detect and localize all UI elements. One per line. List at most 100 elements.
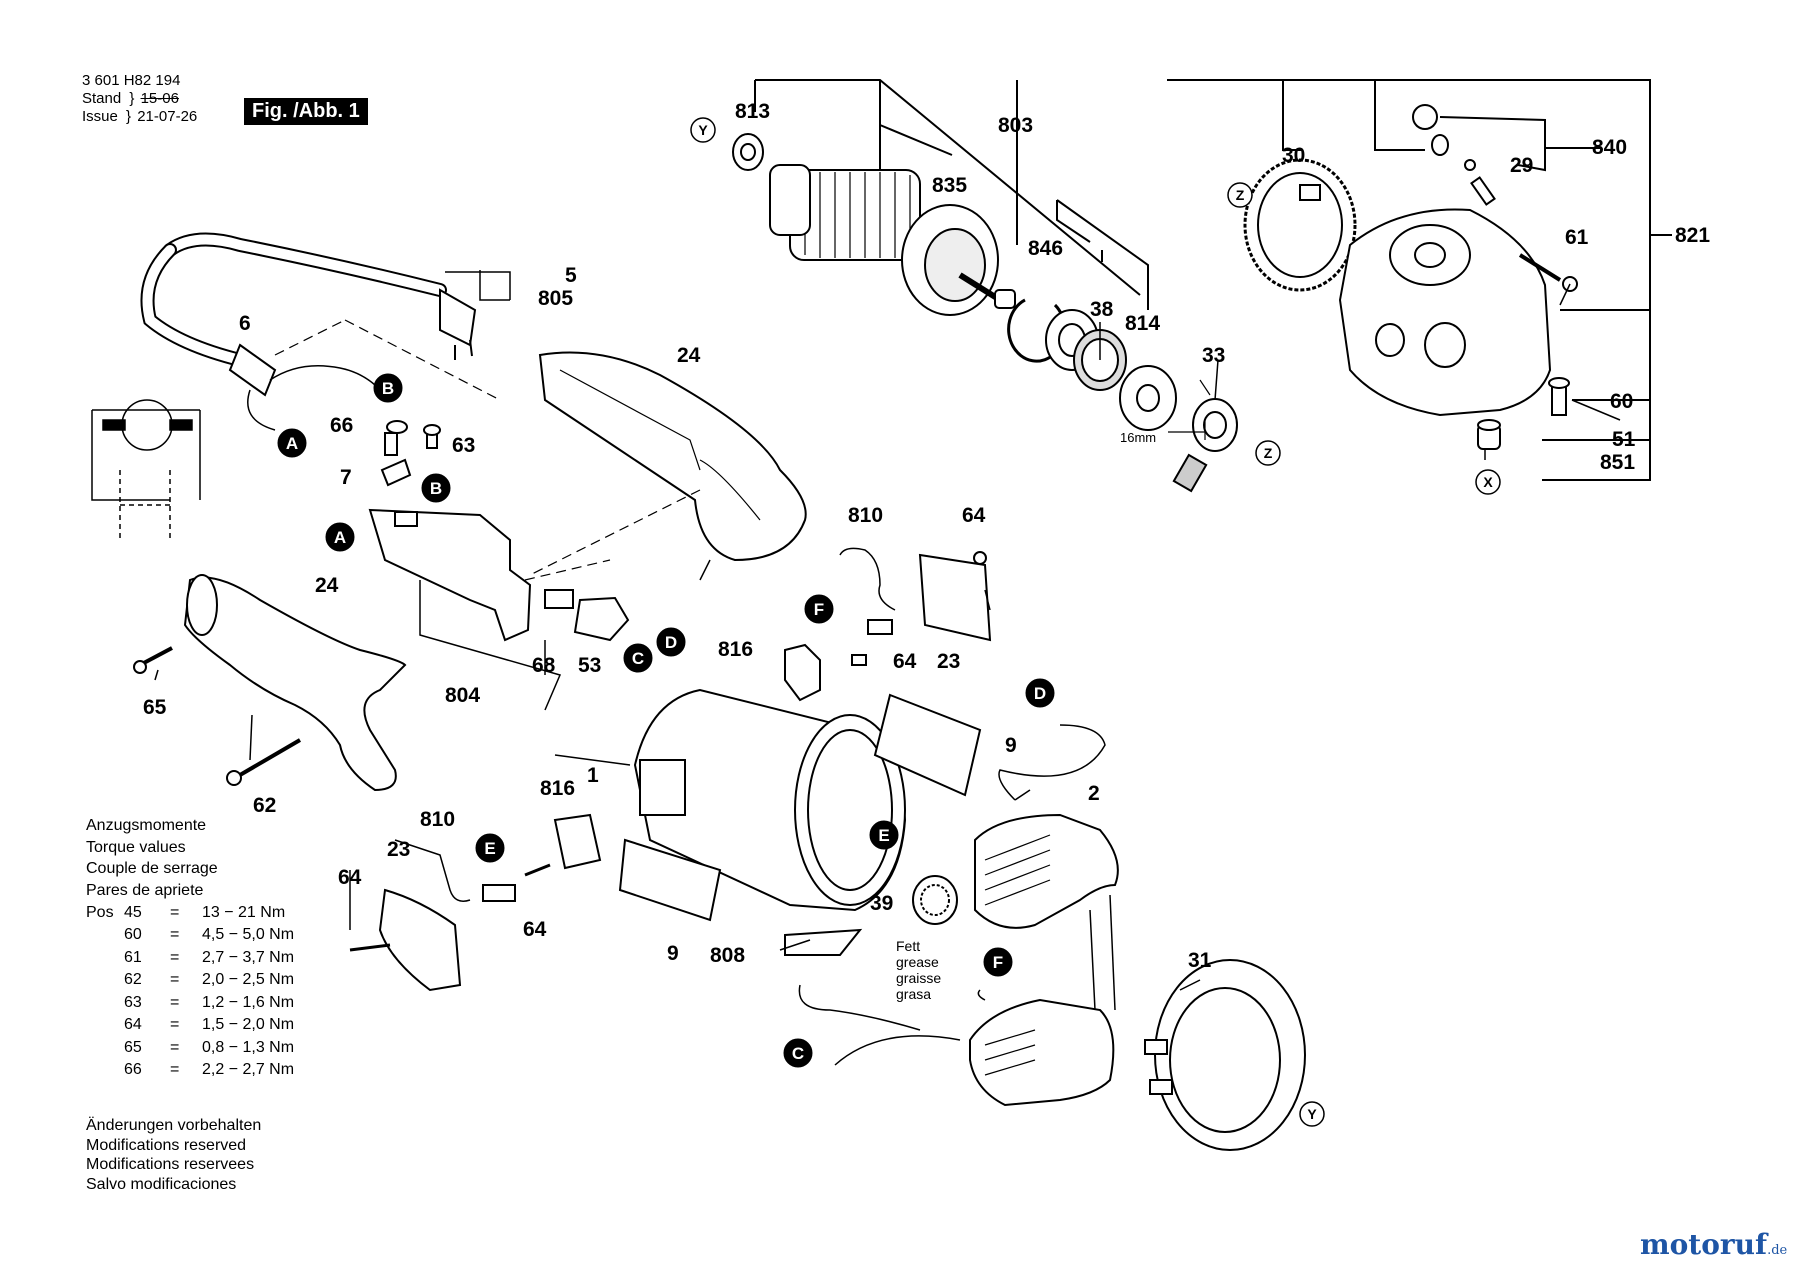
torque-table: Anzugsmomente Torque values Couple de se… [86,815,298,1081]
part-label-51: 51 [1612,428,1636,451]
torque-pos: 66 [124,1061,142,1078]
issue-label: Issue [82,108,118,125]
part-label-66: 66 [330,414,353,437]
end-cap-31 [1144,959,1306,1151]
armature-835 [769,164,1016,316]
part-label-821: 821 [1675,224,1710,247]
part-label-64-left: 64 [338,866,362,889]
part-label-814: 814 [1125,312,1160,335]
grease-note: Fett grease graisse grasa [896,938,941,1002]
torque-pos: 65 [124,1038,142,1056]
handle-housing-24-bottom [183,574,407,792]
field-coil-2 [974,813,1119,929]
part-label-810-top: 810 [848,504,883,527]
torque-row: 63 = 1,2 − 1,6 Nm [86,991,298,1014]
brand-watermark: motoruf.de [1640,1228,1787,1261]
brand-name: motoruf [1640,1228,1768,1261]
stand-label: Stand [82,90,122,107]
motor-housing-1 [633,688,907,912]
part-label-5: 5 [565,264,577,287]
stand-date: 15-06 [140,90,179,107]
part-label-64-mid: 64 [893,650,917,673]
dimension-label: 16mm [1120,430,1156,445]
torque-value: 1,5 − 2,0 Nm [202,1016,295,1033]
torque-value: 1,2 − 1,6 Nm [202,993,295,1011]
part-label-804: 804 [445,684,480,707]
torque-pos-label [86,991,124,1014]
connector-E-2: E [878,826,889,845]
torque-row: 61=2,7 − 3,7 Nm [86,946,298,969]
connector-F: F [814,600,824,619]
part-label-6: 6 [239,312,251,335]
part-label-24-bottom: 24 [315,574,339,597]
torque-row: 66 = 2,2 − 2,7 Nm [86,1059,298,1082]
torque-value: 2,7 − 3,7 Nm [202,948,295,966]
document-header: 3 601 H82 194 Stand } 15-06 Issue } 21-0… [82,72,197,126]
torque-value: 2,2 − 2,7 Nm [202,1061,295,1078]
part-label-65: 65 [143,696,167,719]
doc-number: 3 601 H82 194 [82,72,181,89]
torque-eq: = [170,903,180,921]
torque-pos-label [86,946,124,969]
mods-de: Änderungen vorbehalten [86,1117,262,1134]
torque-eq: = [170,1061,180,1078]
part-label-23-top: 23 [937,650,960,673]
part-label-23-bottom: 23 [387,838,410,861]
part-label-64-top: 64 [962,504,986,527]
connector-F-2: F [993,953,1003,972]
part-label-33: 33 [1202,344,1225,367]
connector-Y-2: Y [1307,1106,1317,1122]
torque-eq: = [170,993,180,1011]
torque-pos-label [86,969,124,992]
stand-row: Stand } 15-06 [82,90,179,107]
connector-Z: Z [1236,187,1245,203]
connector-Y: Y [698,122,708,138]
connector-C-2: C [792,1044,804,1063]
part-label-30: 30 [1282,144,1305,167]
torque-pos-label [86,1059,124,1082]
torque-value: 2,0 − 2,5 Nm [202,971,295,988]
part-label-813: 813 [735,100,770,123]
connector-E: E [484,839,495,858]
bearing-813 [732,133,764,171]
torque-value: 13 − 21 Nm [202,903,286,921]
connector-D: D [665,633,677,652]
part-label-805: 805 [538,287,573,310]
connector-markers: B A B A D C F D E E F C Y Z Z X Y [277,117,1501,1127]
part-label-9-bottom: 9 [667,942,679,965]
field-coil-lower [969,998,1115,1107]
torque-row: 65 = 0,8 − 1,3 Nm [86,1036,298,1059]
connector-X: X [1483,474,1493,490]
part-label-851: 851 [1600,451,1635,474]
part-label-816-top: 816 [718,638,753,661]
part-label-835: 835 [932,174,967,197]
torque-row: 60 = 4,5 − 5,0 Nm [86,924,298,947]
brand-tld: .de [1767,1243,1788,1258]
torque-eq: = [170,971,180,988]
gear-30 [1243,158,1357,292]
grease-en: grease [896,954,939,970]
torque-title-fr: Couple de serrage [86,860,218,877]
issue-row: Issue } 21-07-26 [82,108,198,125]
torque-eq: = [170,1038,180,1056]
connector-D-2: D [1034,684,1046,703]
torque-eq: = [170,926,180,943]
part-label-64-bottom: 64 [523,918,547,941]
torque-title-en: Torque values [86,838,186,856]
torque-pos: 63 [124,993,142,1011]
torque-value: 4,5 − 5,0 Nm [202,926,295,943]
torque-row: 62 = 2,0 − 2,5 Nm [86,969,298,992]
torque-pos: 62 [124,971,142,988]
part-label-840: 840 [1592,136,1627,159]
torque-eq: = [170,948,180,966]
part-label-29: 29 [1510,154,1533,177]
torque-value: 0,8 − 1,3 Nm [202,1038,295,1056]
torque-pos: 60 [124,926,142,943]
connector-A-2: A [334,528,346,547]
part-label-816-bottom: 816 [540,777,575,800]
part-label-68: 68 [532,654,556,677]
grease-fr: graisse [896,970,942,986]
